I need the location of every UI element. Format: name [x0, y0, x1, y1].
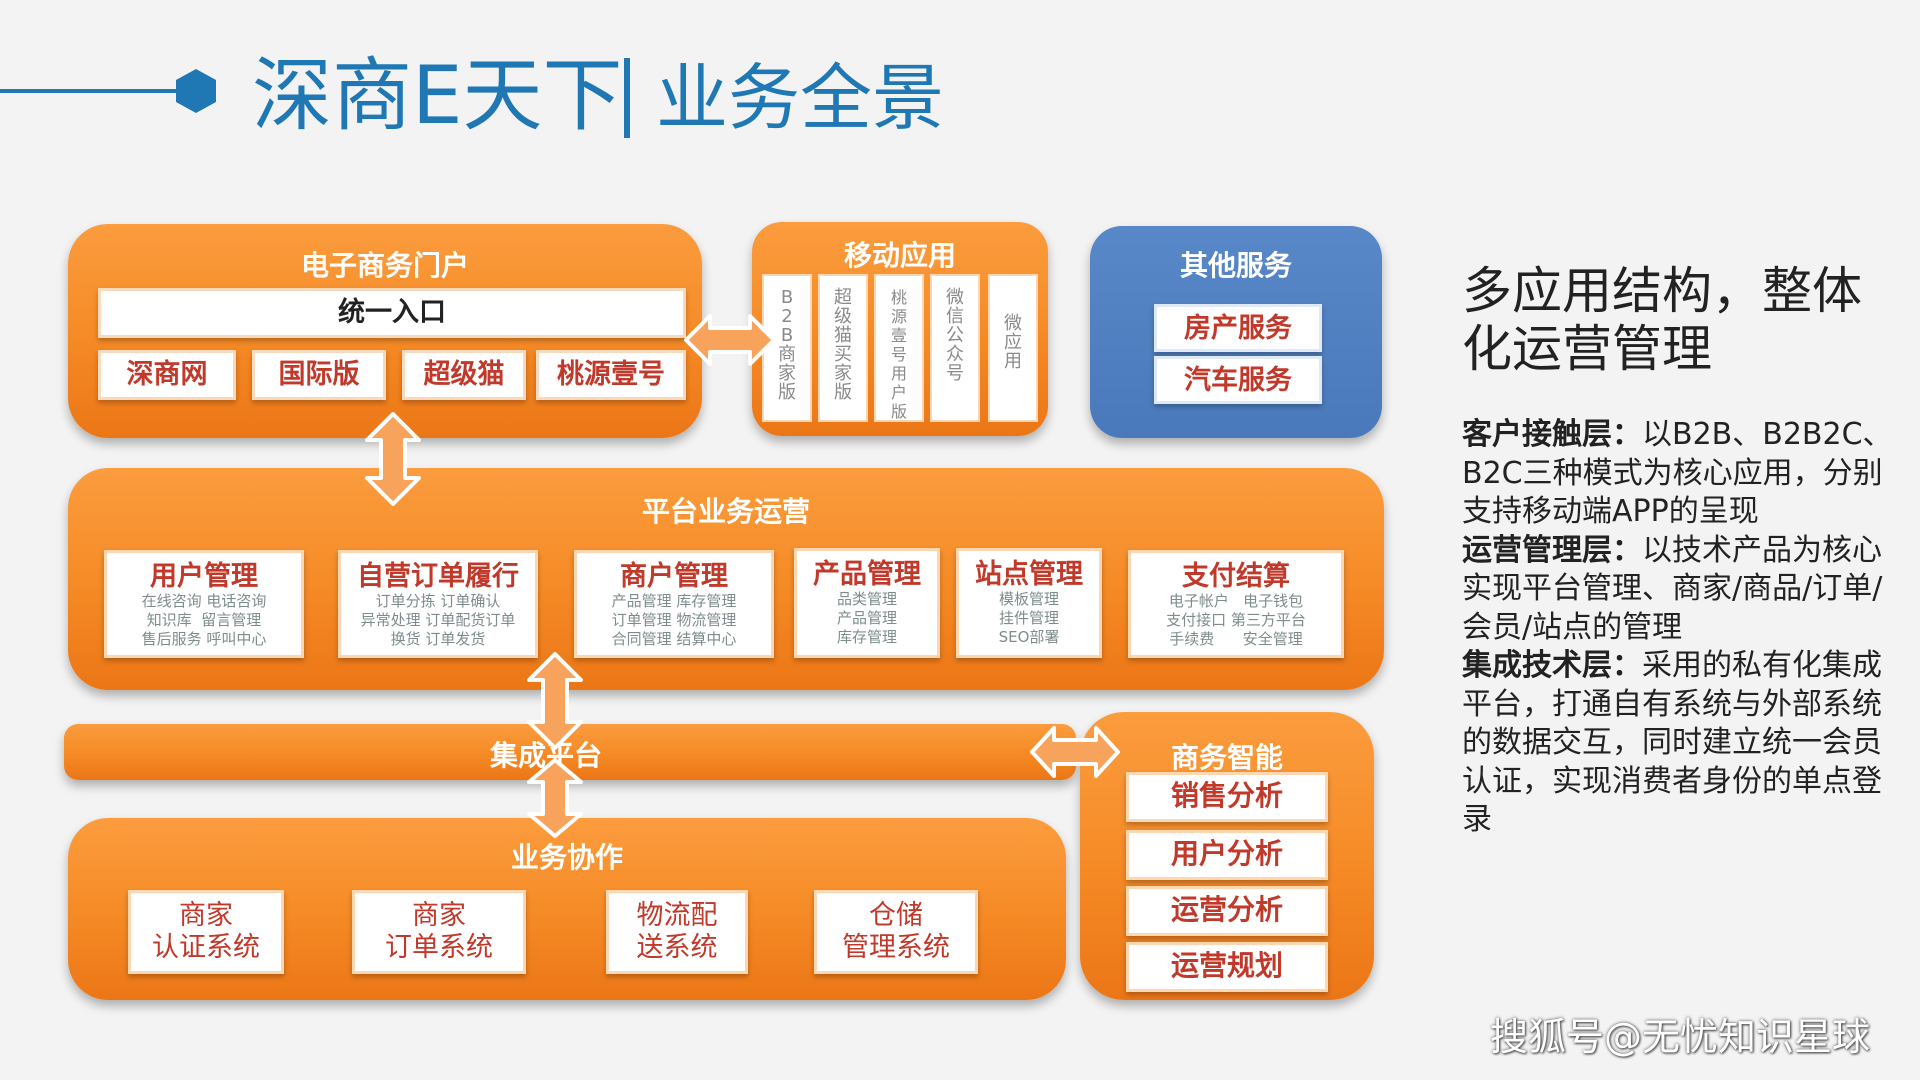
- platform-operations-panel: 平台业务运营 用户管理 在线咨询 电话咨询 知识库 留言管理 售后服务 呼叫中心…: [68, 468, 1384, 690]
- hexagon-icon: [176, 69, 216, 113]
- module-merchant-management[interactable]: 商户管理 产品管理 库存管理 订单管理 物流管理 合同管理 结算中心: [574, 550, 774, 658]
- section-text-customer: 以B2B、B2B2C、B2C三种模式为核心应用，分别支持移动端APP的呈现: [1462, 417, 1893, 529]
- bi-title: 商务智能: [1170, 741, 1283, 774]
- page-title: 深商E天下: [252, 49, 623, 142]
- side-headline: 多应用结构，整体化运营管理: [1462, 262, 1862, 378]
- double-arrow-horizontal-icon: [1030, 726, 1120, 778]
- service-auto[interactable]: 汽车服务: [1154, 356, 1322, 404]
- section-text-operations: 以技术产品为核心实现平台管理、商家/商品/订单/会员/站点的管理: [1462, 532, 1883, 645]
- business-intelligence-panel: 商务智能 销售分析 用户分析 运营分析 运营规划: [1080, 712, 1374, 1000]
- double-arrow-vertical-icon: [527, 758, 583, 838]
- site-international[interactable]: 国际版: [252, 350, 386, 400]
- mobile-apps-panel: 移动应用 B2B商家版 超级猫买家版 桃源壹号用户版 微信公众号 微应用: [752, 222, 1048, 436]
- section-label-operations: 运营管理层：: [1462, 532, 1642, 568]
- site-supercat[interactable]: 超级猫: [402, 350, 526, 400]
- other-services-title: 其他服务: [1179, 249, 1292, 282]
- platform-title: 平台业务运营: [641, 495, 810, 528]
- page-subtitle: 业务全景: [656, 56, 945, 140]
- bi-sales-analysis[interactable]: 销售分析: [1126, 772, 1328, 822]
- module-product-management[interactable]: 产品管理 品类管理 产品管理 库存管理: [794, 548, 940, 658]
- bi-user-analysis[interactable]: 用户分析: [1126, 830, 1328, 880]
- bi-operations-analysis[interactable]: 运营分析: [1126, 886, 1328, 936]
- mobile-app-wechat[interactable]: 微信公众号: [930, 274, 980, 422]
- mobile-app-b2b[interactable]: B2B商家版: [762, 274, 812, 422]
- mobile-app-supercat[interactable]: 超级猫买家版: [818, 274, 868, 422]
- unified-entry-bar[interactable]: 统一入口: [98, 288, 686, 338]
- side-description: 客户接触层：以B2B、B2B2C、B2C三种模式为核心应用，分别支持移动端APP…: [1462, 416, 1902, 840]
- portal-title: 电子商务门户: [300, 249, 469, 282]
- collab-merchant-order[interactable]: 商家 订单系统: [352, 890, 526, 974]
- site-taoyuan[interactable]: 桃源壹号: [536, 350, 686, 400]
- watermark: 搜狐号@无忧知识星球: [1490, 1015, 1871, 1059]
- section-label-integration: 集成技术层：: [1462, 648, 1642, 683]
- collaboration-title: 业务协作: [510, 841, 623, 874]
- mobile-app-taoyuan[interactable]: 桃源壹号用户版: [874, 274, 924, 422]
- module-user-management[interactable]: 用户管理 在线咨询 电话咨询 知识库 留言管理 售后服务 呼叫中心: [104, 550, 304, 658]
- double-arrow-vertical-icon: [527, 652, 583, 750]
- service-realestate[interactable]: 房产服务: [1154, 304, 1322, 352]
- business-collaboration-panel: 业务协作 商家 认证系统 商家 订单系统 物流配 送系统 仓储 管理系统: [68, 818, 1066, 1000]
- bi-operations-planning[interactable]: 运营规划: [1126, 942, 1328, 992]
- module-self-order[interactable]: 自营订单履行 订单分拣 订单确认 异常处理 订单配货订单 换货 订单发货: [338, 550, 538, 658]
- section-text-integration: 采用的私有化集成平台，打通自有系统与外部系统的数据交互，同时建立统一会员认证，实…: [1462, 648, 1882, 837]
- ecommerce-portal-panel: 电子商务门户 统一入口 深商网 国际版 超级猫 桃源壹号: [68, 224, 702, 438]
- site-shenshang[interactable]: 深商网: [98, 350, 236, 400]
- header-line: [0, 89, 190, 93]
- collab-merchant-auth[interactable]: 商家 认证系统: [128, 890, 284, 974]
- module-payment-settlement[interactable]: 支付结算 电子帐户 电子钱包 支付接口 第三方平台 手续费 安全管理: [1128, 550, 1344, 658]
- section-label-customer: 客户接触层：: [1462, 417, 1642, 452]
- collab-warehouse[interactable]: 仓储 管理系统: [814, 890, 978, 974]
- collab-logistics[interactable]: 物流配 送系统: [606, 890, 748, 974]
- double-arrow-horizontal-icon: [684, 314, 776, 366]
- title-divider: [624, 58, 630, 138]
- module-site-management[interactable]: 站点管理 模板管理 挂件管理 SEO部署: [956, 548, 1102, 658]
- mobile-title: 移动应用: [843, 239, 956, 272]
- double-arrow-vertical-icon: [365, 412, 421, 506]
- mobile-app-micro[interactable]: 微应用: [988, 274, 1038, 422]
- other-services-panel: 其他服务 房产服务 汽车服务: [1090, 226, 1382, 438]
